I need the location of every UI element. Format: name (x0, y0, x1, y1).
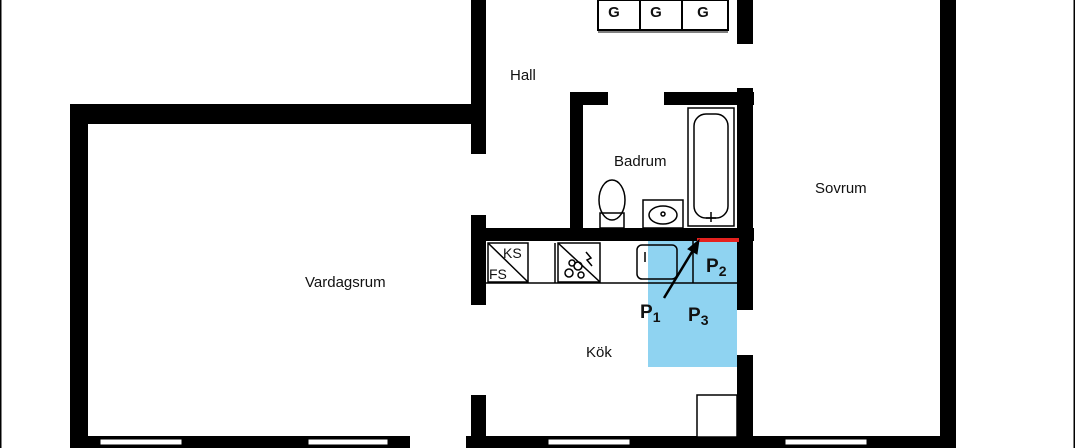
wall-center-middle (737, 88, 753, 310)
room-label-sovrum: Sovrum (815, 180, 867, 197)
wall-living-top (70, 104, 486, 124)
room-label-kok: Kök (586, 344, 612, 361)
point-label-p3: P3 (688, 305, 709, 328)
room-label-badrum: Badrum (614, 153, 667, 170)
wall-hall-left-upper (471, 0, 486, 124)
ks-fs-unit (487, 242, 529, 283)
closet-block (597, 0, 729, 31)
wall-hall-left-stub (471, 124, 486, 154)
kitchen-sink (636, 244, 678, 280)
window-1 (99, 438, 183, 446)
kitchen-appliance (696, 394, 738, 438)
closet-label-3: G (697, 4, 709, 21)
room-label-vardagsrum: Vardagsrum (305, 274, 386, 291)
highlight-edge (697, 238, 739, 242)
stove (557, 242, 601, 283)
wall-living-left (70, 104, 88, 448)
point-label-p2: P2 (706, 256, 727, 279)
sink (642, 199, 684, 229)
toilet (598, 179, 626, 229)
wall-bath-top-right (664, 92, 754, 105)
windows (99, 438, 868, 446)
closet-label-2: G (650, 4, 662, 21)
window-2 (307, 438, 389, 446)
wall-bath-left (570, 92, 583, 235)
ks-label: KS (503, 245, 522, 261)
wall-right-outer (940, 0, 956, 448)
closet-label-1: G (608, 4, 620, 21)
room-label-hall: Hall (510, 67, 536, 84)
bathtub (687, 107, 735, 227)
wall-center-upper (737, 0, 753, 44)
window-3 (547, 438, 631, 446)
fs-label: FS (489, 266, 507, 282)
point-label-p1: P1 (640, 302, 661, 325)
wall-bottom-2 (466, 436, 956, 448)
closets: G G G (597, 0, 729, 33)
arrow (662, 238, 700, 299)
window-4 (784, 438, 868, 446)
wall-kitchen-left-lower (471, 395, 486, 448)
wall-center-lower (737, 355, 753, 448)
wall-bath-bottom (471, 228, 754, 241)
